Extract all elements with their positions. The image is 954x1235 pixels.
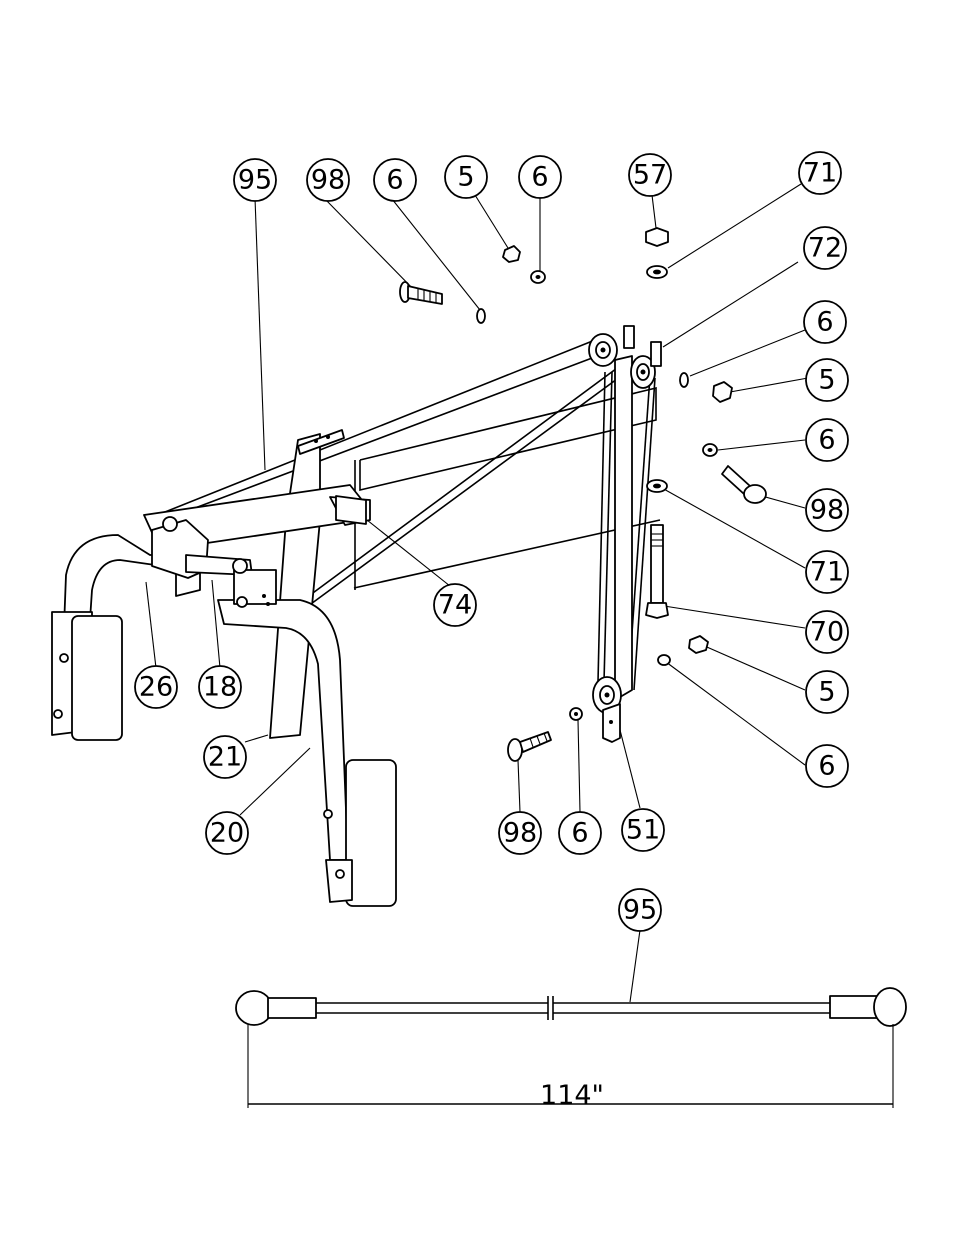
callout-6-right-a: 6 — [804, 301, 846, 343]
callout-label: 98 — [503, 818, 537, 849]
callout-57: 57 — [629, 154, 671, 196]
callout-21: 21 — [204, 736, 246, 778]
callout-6-top-a: 6 — [374, 159, 416, 201]
callout-label: 5 — [818, 677, 835, 708]
callout-label: 6 — [386, 165, 403, 196]
cable-length-dimension: 114" — [248, 1024, 893, 1111]
callout-18: 18 — [199, 666, 241, 708]
callout-label: 95 — [238, 165, 272, 196]
callout-6-right-c: 6 — [806, 745, 848, 787]
callout-98-top: 98 — [307, 159, 349, 201]
callout-label: 6 — [531, 162, 548, 193]
cable-length-label: 114" — [540, 1080, 604, 1111]
callout-label: 57 — [633, 160, 667, 191]
callout-72: 72 — [804, 227, 846, 269]
cable-95-detail — [236, 988, 906, 1026]
callout-label: 18 — [203, 672, 237, 703]
upright-post — [615, 356, 632, 700]
callout-label: 6 — [818, 751, 835, 782]
callout-5-right-b: 5 — [806, 671, 848, 713]
hardware — [400, 228, 766, 761]
callout-70: 70 — [806, 611, 848, 653]
callout-label: 26 — [139, 672, 173, 703]
callout-label: 5 — [818, 365, 835, 396]
callout-label: 74 — [438, 590, 472, 621]
callout-5-right-a: 5 — [806, 359, 848, 401]
callout-71-lower: 71 — [806, 551, 848, 593]
callout-label: 6 — [818, 425, 835, 456]
lower-pulley — [593, 677, 621, 742]
callout-label: 98 — [311, 165, 345, 196]
callout-label: 71 — [810, 557, 844, 588]
upper-right-pulley — [631, 342, 661, 388]
callout-label: 20 — [210, 818, 244, 849]
callout-6-top-b: 6 — [519, 156, 561, 198]
callout-label: 5 — [457, 162, 474, 193]
callout-label: 51 — [626, 815, 660, 846]
callout-26: 26 — [135, 666, 177, 708]
callout-6-right-b: 6 — [806, 419, 848, 461]
callout-label: 72 — [808, 233, 842, 264]
callout-74: 74 — [434, 584, 476, 626]
callout-95-cable: 95 — [619, 889, 661, 931]
callout-98-lower: 98 — [499, 812, 541, 854]
callout-98-right: 98 — [806, 489, 848, 531]
callout-label: 6 — [571, 818, 588, 849]
callout-label: 71 — [803, 158, 837, 189]
callout-51: 51 — [622, 809, 664, 851]
callout-label: 98 — [810, 495, 844, 526]
callout-71-top: 71 — [799, 152, 841, 194]
callout-20: 20 — [206, 812, 248, 854]
callout-5-top: 5 — [445, 156, 487, 198]
callout-6-lower: 6 — [559, 812, 601, 854]
callout-95-top: 95 — [234, 159, 276, 201]
callout-label: 95 — [623, 895, 657, 926]
callout-label: 21 — [208, 742, 242, 773]
callout-label: 70 — [810, 617, 844, 648]
callout-label: 6 — [816, 307, 833, 338]
